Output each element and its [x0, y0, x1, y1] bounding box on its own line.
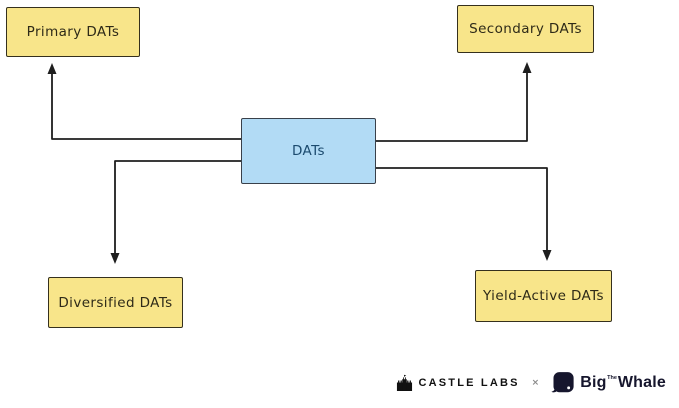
node-yield-active-dats: Yield-Active DATs — [475, 270, 612, 322]
logo-separator: × — [531, 377, 540, 388]
connector-center-to-yield — [376, 167, 548, 250]
node-primary-dats: Primary DATs — [6, 7, 140, 57]
arrowhead-diversified — [110, 253, 120, 264]
node-primary-label: Primary DATs — [26, 24, 120, 40]
connector-center-to-primary — [51, 73, 241, 140]
connector-center-to-diversified — [114, 160, 241, 253]
arrowhead-primary — [47, 63, 57, 74]
arrowhead-secondary — [522, 62, 532, 73]
node-diversified-label: Diversified DATs — [58, 294, 173, 311]
node-yield-active-label: Yield-Active DATs — [483, 288, 604, 304]
node-center-dats: DATs — [241, 118, 376, 184]
node-secondary-label: Secondary DATs — [469, 21, 582, 37]
node-center-label: DATs — [292, 143, 325, 159]
arrowhead-yield — [542, 250, 552, 261]
big-whale-big: Big — [580, 373, 607, 391]
node-secondary-dats: Secondary DATs — [457, 5, 594, 53]
castle-labs-label: CASTLE LABS — [418, 376, 520, 389]
big-whale-whale: Whale — [617, 373, 666, 391]
whale-icon — [551, 371, 574, 394]
node-diversified-dats: Diversified DATs — [48, 277, 183, 328]
castle-icon — [396, 374, 413, 392]
connector-center-to-secondary — [376, 73, 528, 142]
big-whale-the: The — [607, 374, 617, 381]
castle-labs-logo: CASTLE LABS — [396, 374, 519, 392]
